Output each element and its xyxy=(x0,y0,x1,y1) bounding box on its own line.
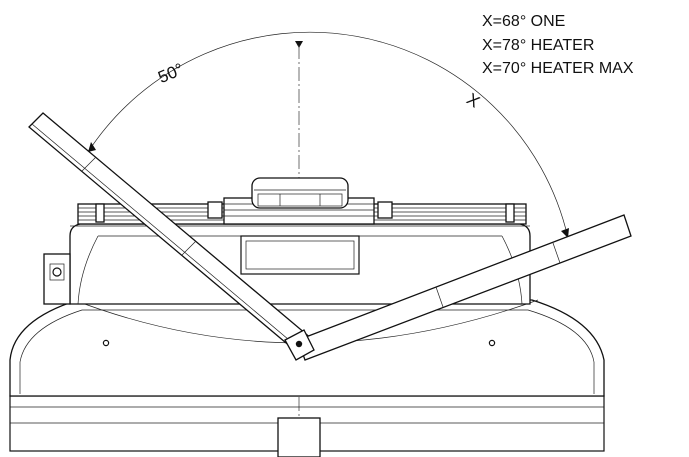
base-notch xyxy=(277,417,321,457)
handle-left-joint-1 xyxy=(81,156,97,172)
arrowhead-left xyxy=(88,142,96,152)
angle-label-50: 50° xyxy=(155,60,186,88)
handle-left-edge xyxy=(31,123,302,351)
grille-post-left xyxy=(95,203,105,223)
grille-post-right xyxy=(505,203,515,223)
shell-inner-line xyxy=(19,309,595,394)
side-bracket xyxy=(43,253,71,305)
angle-label-x: X xyxy=(463,89,483,111)
screw-left xyxy=(102,339,110,347)
notes-block: X=68° ONE X=78° HEATER X=70° HEATER MAX xyxy=(482,13,634,77)
bracket-hole xyxy=(52,267,62,277)
note-heater-max: X=70° HEATER MAX xyxy=(482,60,634,77)
screw-right xyxy=(488,339,496,347)
top-grille xyxy=(77,197,527,225)
handle-right-joint-2 xyxy=(435,286,444,308)
arrowhead-top xyxy=(295,41,303,48)
handle-right-joint-1 xyxy=(552,242,561,264)
knob-base xyxy=(257,193,343,207)
housing-left-contour xyxy=(77,235,99,305)
knob-body xyxy=(251,177,349,209)
pivot-pin xyxy=(295,340,303,348)
handle-left-joint-2 xyxy=(181,240,197,256)
note-one: X=68° ONE xyxy=(482,13,565,30)
handle-pivot xyxy=(284,329,315,361)
display-inner xyxy=(245,240,355,270)
arrowhead-right xyxy=(561,228,569,238)
display-window xyxy=(240,235,360,275)
note-heater: X=78° HEATER xyxy=(482,37,594,54)
grille-clip-right xyxy=(377,201,393,219)
dimension-arc xyxy=(87,31,569,239)
bracket-plate xyxy=(49,263,65,281)
top-knob xyxy=(251,177,349,209)
grille-clip-left xyxy=(207,201,223,219)
